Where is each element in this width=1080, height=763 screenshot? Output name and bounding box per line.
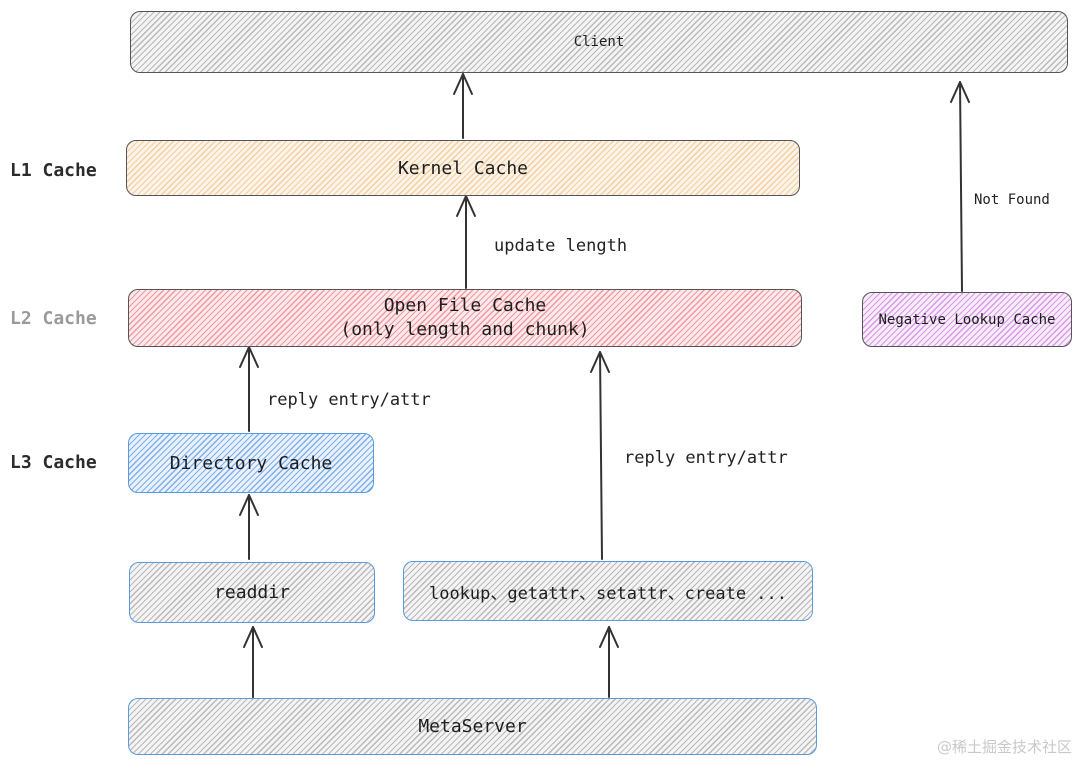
open-file-cache-node: Open File Cache (only length and chunk) [128, 289, 802, 347]
arrow-metaserver-to-readdir [243, 626, 263, 698]
arrow-lookup-to-openfile [590, 351, 610, 560]
directory-cache-label: Directory Cache [169, 452, 333, 474]
arrow-readdir-to-directory [239, 494, 259, 560]
arrow-directory-to-openfile [239, 346, 259, 432]
edge-label-not-found: Not Found [974, 192, 1050, 208]
level-label-l1: L1 Cache [10, 160, 97, 181]
kernel-cache-node: Kernel Cache [126, 140, 800, 196]
readdir-node: readdir [129, 562, 375, 623]
level-label-l2: L2 Cache [10, 308, 97, 329]
arrow-metaserver-to-lookup [599, 626, 619, 698]
negative-lookup-cache-node: Negative Lookup Cache [862, 292, 1072, 347]
watermark: @稀土掘金技术社区 [936, 738, 1072, 756]
level-label-l3: L3 Cache [10, 452, 97, 473]
metaserver-label: MetaServer [418, 716, 527, 737]
arrow-kernel-to-client [453, 73, 473, 139]
edge-label-reply-left: reply entry/attr [267, 390, 431, 410]
negative-lookup-cache-label: Negative Lookup Cache [878, 311, 1056, 328]
client-node: Client [130, 11, 1068, 73]
metaserver-node: MetaServer [128, 698, 817, 755]
edge-label-update-length: update length [494, 236, 628, 256]
readdir-label: readdir [214, 582, 290, 603]
open-file-cache-subtitle: (only length and chunk) [340, 319, 590, 340]
kernel-cache-label: Kernel Cache [397, 157, 529, 179]
edge-label-reply-right: reply entry/attr [624, 448, 788, 468]
lookup-ops-label: lookup、getattr、setattr、create ... [428, 583, 788, 604]
arrow-openfile-to-kernel [456, 195, 476, 289]
directory-cache-node: Directory Cache [128, 433, 374, 493]
client-label: Client [573, 34, 625, 50]
arrow-negative-to-client [950, 81, 970, 292]
open-file-cache-title: Open File Cache [383, 295, 547, 316]
lookup-ops-node: lookup、getattr、setattr、create ... [403, 561, 813, 621]
